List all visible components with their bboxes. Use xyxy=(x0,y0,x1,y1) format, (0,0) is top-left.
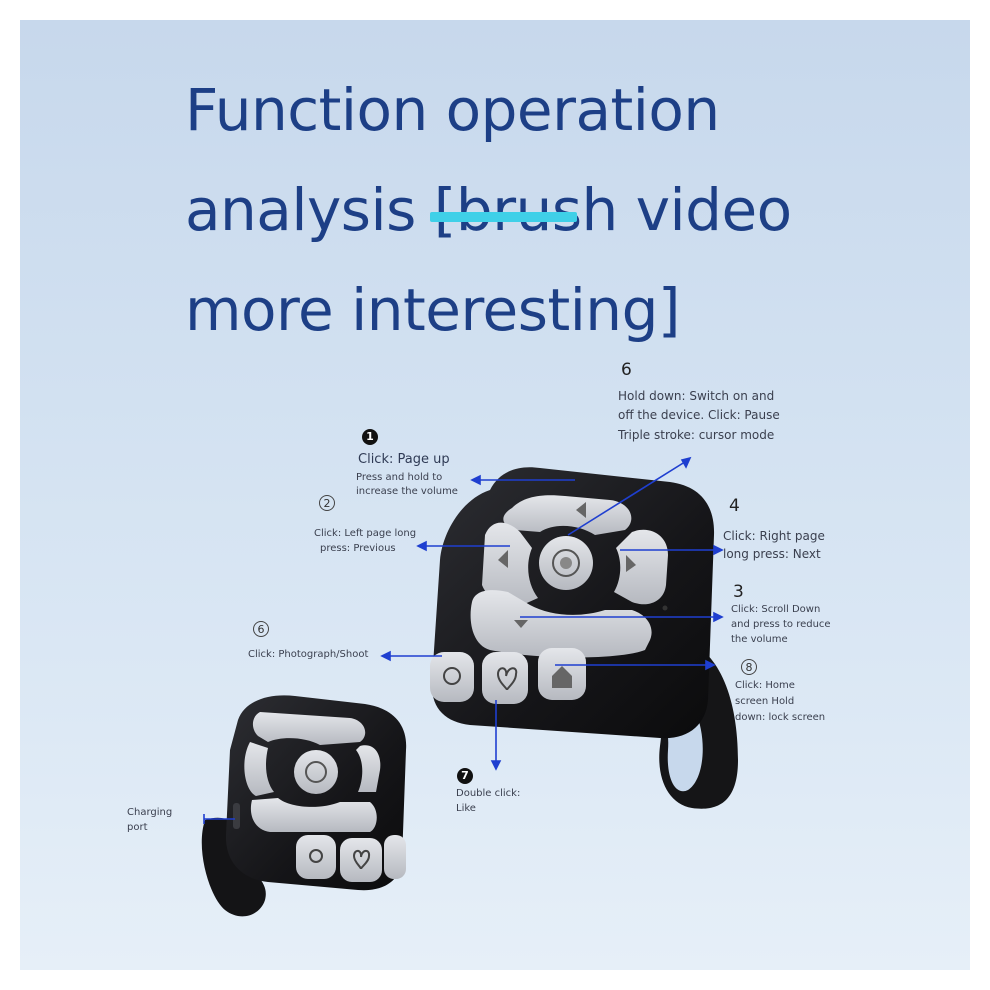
headline-line-2: analysis [brush video xyxy=(185,176,792,244)
marker-7: 7 xyxy=(457,768,473,784)
annotation-7-line1: Double click: xyxy=(456,788,521,799)
annotation-6-line1: Hold down: Switch on and xyxy=(618,389,775,403)
callout-arrows xyxy=(203,456,724,824)
annotation-4-line1: Click: Right page xyxy=(723,529,825,543)
marker-6-top: 6 xyxy=(621,360,632,380)
small-remote-body xyxy=(225,695,407,891)
product-panel: Function operation analysis [brush video… xyxy=(20,20,970,970)
annotation-3-line1: Click: Scroll Down xyxy=(731,604,821,615)
annotation-2-line2: press: Previous xyxy=(320,543,396,554)
marker-3: 3 xyxy=(733,582,744,602)
small-ring-strap xyxy=(201,817,266,917)
ring-remote-illustration xyxy=(201,456,738,917)
annotation-6-line2: off the device. Click: Pause xyxy=(618,408,780,422)
annotation-3-line2: and press to reduce xyxy=(731,619,831,630)
charging-port-line1: Charging xyxy=(127,807,173,818)
annotation-1-line2: increase the volume xyxy=(356,486,458,497)
headline-line-3: more interesting] xyxy=(185,276,681,344)
large-remote-body xyxy=(430,467,715,739)
headline: Function operation analysis [brush video… xyxy=(185,60,792,360)
headline-line-1: Function operation xyxy=(185,76,720,144)
annotation-7-line2: Like xyxy=(456,803,476,814)
annotation-3-line3: the volume xyxy=(731,634,788,645)
annotation-6-line3: Triple stroke: cursor mode xyxy=(618,428,775,442)
charging-port-line2: port xyxy=(127,822,148,833)
annotation-8-line1: Click: Home xyxy=(735,680,795,691)
marker-6-left: 6 xyxy=(253,621,269,637)
annotation-2-line1: Click: Left page long xyxy=(314,528,417,539)
marker-8: 8 xyxy=(741,659,757,675)
annotation-1-line1: Press and hold to xyxy=(356,472,443,483)
highlight-underline xyxy=(430,212,577,222)
annotation-8-line2: screen Hold xyxy=(735,696,795,707)
annotation-4-line2: long press: Next xyxy=(723,547,821,561)
annotation-8-line3: down: lock screen xyxy=(735,712,826,723)
marker-1: 1 xyxy=(362,429,378,445)
annotation-6-left-line1: Click: Photograph/Shoot xyxy=(248,649,369,660)
marker-4: 4 xyxy=(729,496,740,516)
marker-2: 2 xyxy=(319,495,335,511)
annotation-1-head: Click: Page up xyxy=(358,452,450,467)
